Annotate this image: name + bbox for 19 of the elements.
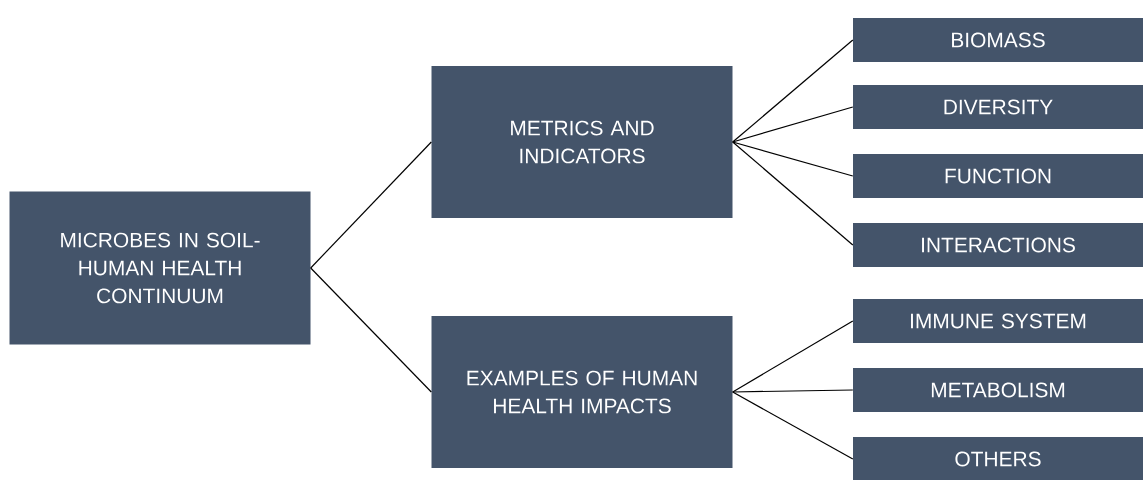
item-box: INTERACTIONS: [853, 223, 1143, 267]
item-box: DIVERSITY: [853, 85, 1143, 129]
item-box: IMMUNE SYSTEM: [853, 299, 1143, 343]
connector-line: [310, 267, 432, 393]
connector-line: [732, 320, 854, 393]
category-box: METRICS AND INDICATORS: [431, 66, 733, 218]
item-box: BIOMASS: [853, 18, 1143, 62]
connector-line: [732, 39, 854, 143]
connector-line: [310, 141, 432, 269]
connector-line: [732, 141, 854, 246]
connector-line: [732, 106, 854, 143]
item-box: FUNCTION: [853, 154, 1143, 198]
item-box: METABOLISM: [853, 368, 1143, 412]
item-box: OTHERS: [853, 437, 1143, 480]
connector-line: [732, 141, 854, 177]
topic-box: MICROBES IN SOIL-HUMAN HEALTH CONTINUUM: [9, 191, 311, 345]
connector-line: [732, 389, 854, 393]
category-box: EXAMPLES OF HUMAN HEALTH IMPACTS: [431, 316, 733, 468]
connector-line: [732, 391, 854, 460]
